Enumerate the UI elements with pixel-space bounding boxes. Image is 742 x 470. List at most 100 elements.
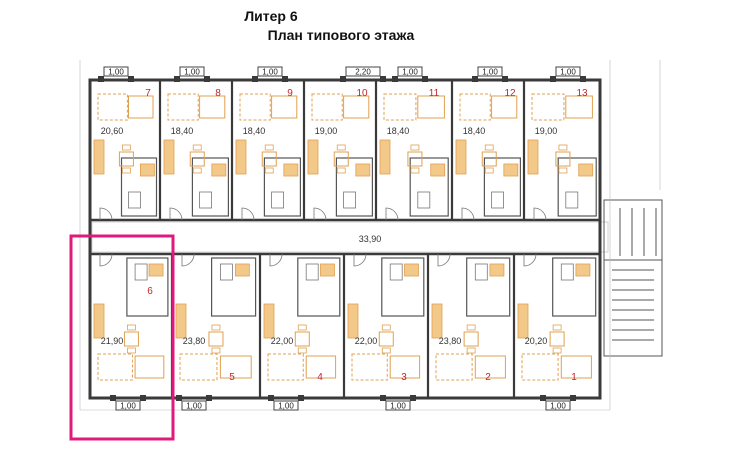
chair-icon <box>297 324 307 331</box>
bed-icon <box>271 95 298 119</box>
window-width-label: 1,00 <box>186 402 202 411</box>
window-width-label: 1,00 <box>482 68 498 77</box>
bathroom <box>263 157 301 217</box>
kitchen-counter <box>93 303 105 339</box>
sink-icon <box>139 163 155 177</box>
sink-icon <box>578 163 594 177</box>
apartment-8: 818,40 <box>158 80 229 221</box>
sofa-icon <box>239 93 271 121</box>
plan-subtitle: План типового этажа <box>267 27 415 43</box>
apartment-area: 22,00 <box>271 336 294 346</box>
apartment-area: 23,80 <box>439 336 462 346</box>
table-icon <box>555 151 571 167</box>
table-icon <box>123 331 139 347</box>
window-width-label: 1,00 <box>120 402 136 411</box>
apartment-12: 12 18,40 <box>450 80 521 221</box>
sofa-icon <box>521 353 559 381</box>
window-bottom-0: 1,00 <box>110 395 146 411</box>
chair-icon <box>192 144 202 151</box>
door-icon <box>181 253 195 267</box>
table-icon <box>261 151 277 167</box>
apartment-number: 11 <box>429 88 440 99</box>
chair-icon <box>122 144 131 151</box>
window-bottom-2: 1,00 <box>268 395 304 411</box>
window-width-label: 1,00 <box>278 402 294 411</box>
apartment-area: 23,80 <box>183 336 206 346</box>
bathroom <box>126 257 169 317</box>
chair-icon <box>122 167 131 174</box>
staircase <box>603 199 663 357</box>
kitchen-counter <box>455 139 467 175</box>
apartment-number: 5 <box>229 372 235 383</box>
door-icon <box>533 207 547 221</box>
bathroom <box>120 157 158 217</box>
apartment-area: 22,00 <box>355 336 378 346</box>
chair-icon <box>297 347 307 354</box>
door-icon <box>523 253 537 267</box>
apartment-area: 20,60 <box>101 126 124 136</box>
apartment-number: 13 <box>576 88 588 99</box>
chair-icon <box>552 324 562 331</box>
door-icon <box>169 207 183 221</box>
bed-icon <box>560 355 592 379</box>
door-icon <box>437 253 451 267</box>
window-width-label: 1,00 <box>402 68 418 77</box>
toilet-icon <box>305 263 319 281</box>
table-icon <box>118 151 134 167</box>
apartment-area: 18,40 <box>463 126 486 136</box>
toilet-icon <box>491 191 505 209</box>
chair-icon <box>211 347 221 354</box>
apartment-number: 6 <box>147 286 153 297</box>
chair-icon <box>264 144 274 151</box>
window-width-label: 1,00 <box>108 68 124 77</box>
chair-icon <box>192 167 202 174</box>
window-width-label: 1,00 <box>262 68 278 77</box>
sofa-icon <box>459 93 491 121</box>
bathroom <box>211 257 257 317</box>
window-top-1: 1,00 <box>174 66 210 82</box>
toilet-icon <box>565 191 579 209</box>
chair-icon <box>127 347 136 354</box>
table-icon <box>481 151 497 167</box>
bed-icon <box>417 95 445 119</box>
sofa-icon <box>97 93 128 121</box>
chair-icon <box>211 324 221 331</box>
apartment-number: 12 <box>504 88 516 99</box>
bathroom <box>552 257 597 317</box>
highlight-frame-apartment-6 <box>69 234 175 441</box>
door-icon <box>353 253 367 267</box>
toilet-icon <box>474 263 488 281</box>
kitchen-counter <box>347 303 359 339</box>
window-bottom-3: 1,00 <box>380 395 416 411</box>
door-icon <box>269 253 283 267</box>
corridor-area: 33,90 <box>359 234 382 244</box>
kitchen-counter <box>263 303 275 339</box>
sofa-icon <box>167 93 199 121</box>
apartment-number: 4 <box>317 372 323 383</box>
table-icon <box>407 151 423 167</box>
apartment-3: 322,00 <box>342 253 425 398</box>
sink-icon <box>320 263 335 277</box>
sink-icon <box>148 263 164 277</box>
apartment-area: 21,90 <box>101 336 124 346</box>
apartment-number: 10 <box>356 88 368 99</box>
sofa-icon <box>435 353 473 381</box>
toilet-icon <box>128 191 141 209</box>
apartment-number: 1 <box>571 372 577 383</box>
table-icon <box>208 331 224 347</box>
window-top-5: 1,00 <box>472 66 508 82</box>
door-icon <box>99 253 113 267</box>
apartment-area: 18,40 <box>171 126 194 136</box>
apartment-9: 918,40 <box>230 80 301 221</box>
sink-icon <box>430 163 446 177</box>
sofa-icon <box>267 353 304 381</box>
sofa-icon <box>179 353 218 381</box>
bed-icon <box>128 95 154 119</box>
chair-icon <box>558 144 568 151</box>
chair-icon <box>558 167 568 174</box>
toilet-icon <box>199 191 213 209</box>
window-top-3: 2,20 <box>340 66 386 82</box>
